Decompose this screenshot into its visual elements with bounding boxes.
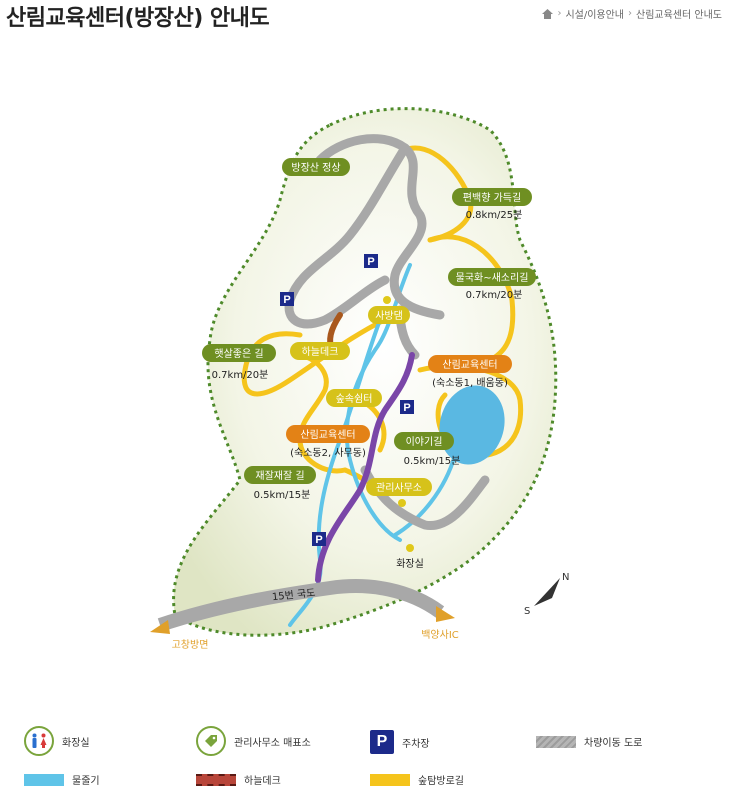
trail3-name: 햇살좋은 길 [214, 347, 263, 360]
site-map: P P P P 방장산 정상 편백향 가득길 0.8km/25분 물국화~새소리… [150, 107, 569, 651]
breadcrumb-item-facility[interactable]: 시설/이용안내 [565, 10, 625, 21]
dam-label: 사방댐 [375, 310, 403, 322]
legend-item-deck: 하늘데크 [196, 772, 281, 787]
trail1-name: 편백향 가득길 [463, 191, 521, 204]
map-legend: 화장실 관리사무소 매표소 P 주차장 차량이동 도로 물줄기 하늘데크 숲탐방… [0, 718, 734, 793]
ticket-icon [196, 726, 226, 756]
stream-line [393, 453, 457, 537]
trail2-info: 0.7km/20분 [466, 289, 523, 301]
direction-baegyangsa: 백양사IC [421, 629, 459, 641]
parking-icon [400, 400, 414, 414]
toilet-label: 화장실 [396, 558, 424, 570]
summit-label: 방장산 정상 [291, 162, 340, 174]
legend-item-stream: 물줄기 [24, 772, 100, 787]
trail-icon [370, 773, 410, 786]
legend-label: 숲탐방로길 [418, 776, 464, 787]
legend-label: 하늘데크 [244, 776, 281, 787]
compass-south: S [524, 606, 530, 617]
trail3-info: 0.7km/20분 [212, 369, 269, 381]
poi-dot [398, 499, 406, 507]
breadcrumb-separator: › [557, 8, 562, 19]
direction-gochang: 고창방면 [172, 639, 209, 651]
home-icon[interactable] [542, 8, 554, 19]
parking-label: P [315, 534, 322, 546]
trail5-name: 이야기길 [406, 435, 443, 448]
toilet-icon [24, 726, 54, 756]
map-labels: 방장산 정상 편백향 가득길 0.8km/25분 물국화~새소리길 0.7km/… [172, 158, 536, 651]
trail-line [297, 352, 348, 474]
trail-line [241, 312, 398, 397]
parking-label: P [367, 256, 374, 268]
national-road-label: 15번 국도 [271, 587, 316, 603]
legend-label: 물줄기 [72, 776, 100, 787]
legend-item-trail: 숲탐방로길 [370, 772, 464, 787]
trail5-info: 0.5km/15분 [404, 455, 461, 467]
parking-icon: P [370, 730, 394, 754]
legend-label: 관리사무소 매표소 [234, 737, 311, 749]
page-title: 산림교육센터(방장산) 안내도 [6, 6, 270, 31]
breadcrumb: › 시설/이용안내 › 산림교육센터 안내도 [542, 6, 722, 21]
poi-dot [383, 296, 391, 304]
main-access-path [315, 352, 415, 583]
skydeck-label: 하늘데크 [302, 345, 339, 358]
stream-icon [24, 773, 64, 786]
legend-item-road: 차량이동 도로 [536, 734, 642, 749]
parking-label: P [283, 294, 290, 306]
legend-item-parking: P 주차장 [370, 730, 430, 754]
road-icon [536, 735, 576, 748]
legend-label: 주차장 [402, 738, 430, 750]
trail-line [427, 234, 516, 363]
parking-icon [280, 292, 294, 306]
compass-north: N [562, 572, 569, 583]
parking-icon [364, 254, 378, 268]
breadcrumb-item-map[interactable]: 산림교육센터 안내도 [636, 10, 722, 21]
legend-item-ticket: 관리사무소 매표소 [196, 726, 311, 756]
parking-label: P [403, 402, 410, 414]
center2-name: 산림교육센터 [300, 429, 355, 441]
parking-markers: P P P P [280, 254, 414, 546]
pond [439, 385, 505, 465]
center1-name: 산림교육센터 [442, 359, 497, 371]
arrow-left-icon [150, 620, 170, 634]
center1-info: (숙소동1, 배움동) [432, 377, 508, 389]
trail1-info: 0.8km/25분 [466, 209, 523, 221]
arrow-right-icon [436, 606, 455, 622]
rest-area-label: 숲속쉼터 [336, 393, 373, 405]
breadcrumb-separator: › [628, 8, 633, 19]
road-line [315, 134, 445, 320]
legend-item-toilet: 화장실 [24, 726, 90, 756]
trail2-name: 물국화~새소리길 [456, 271, 529, 284]
poi-dot [406, 544, 414, 552]
compass-icon: N S [524, 572, 569, 617]
trail4-name: 재잘재잘 길 [255, 469, 304, 482]
legend-label: 화장실 [62, 737, 90, 749]
deck-icon [196, 773, 236, 786]
center2-info: (숙소동2, 사무동) [290, 447, 366, 459]
parking-icon [312, 532, 326, 546]
trail4-info: 0.5km/15분 [254, 489, 311, 501]
office-label: 관리사무소 [376, 482, 422, 494]
legend-label: 차량이동 도로 [584, 738, 643, 749]
national-road-15 [157, 579, 445, 632]
